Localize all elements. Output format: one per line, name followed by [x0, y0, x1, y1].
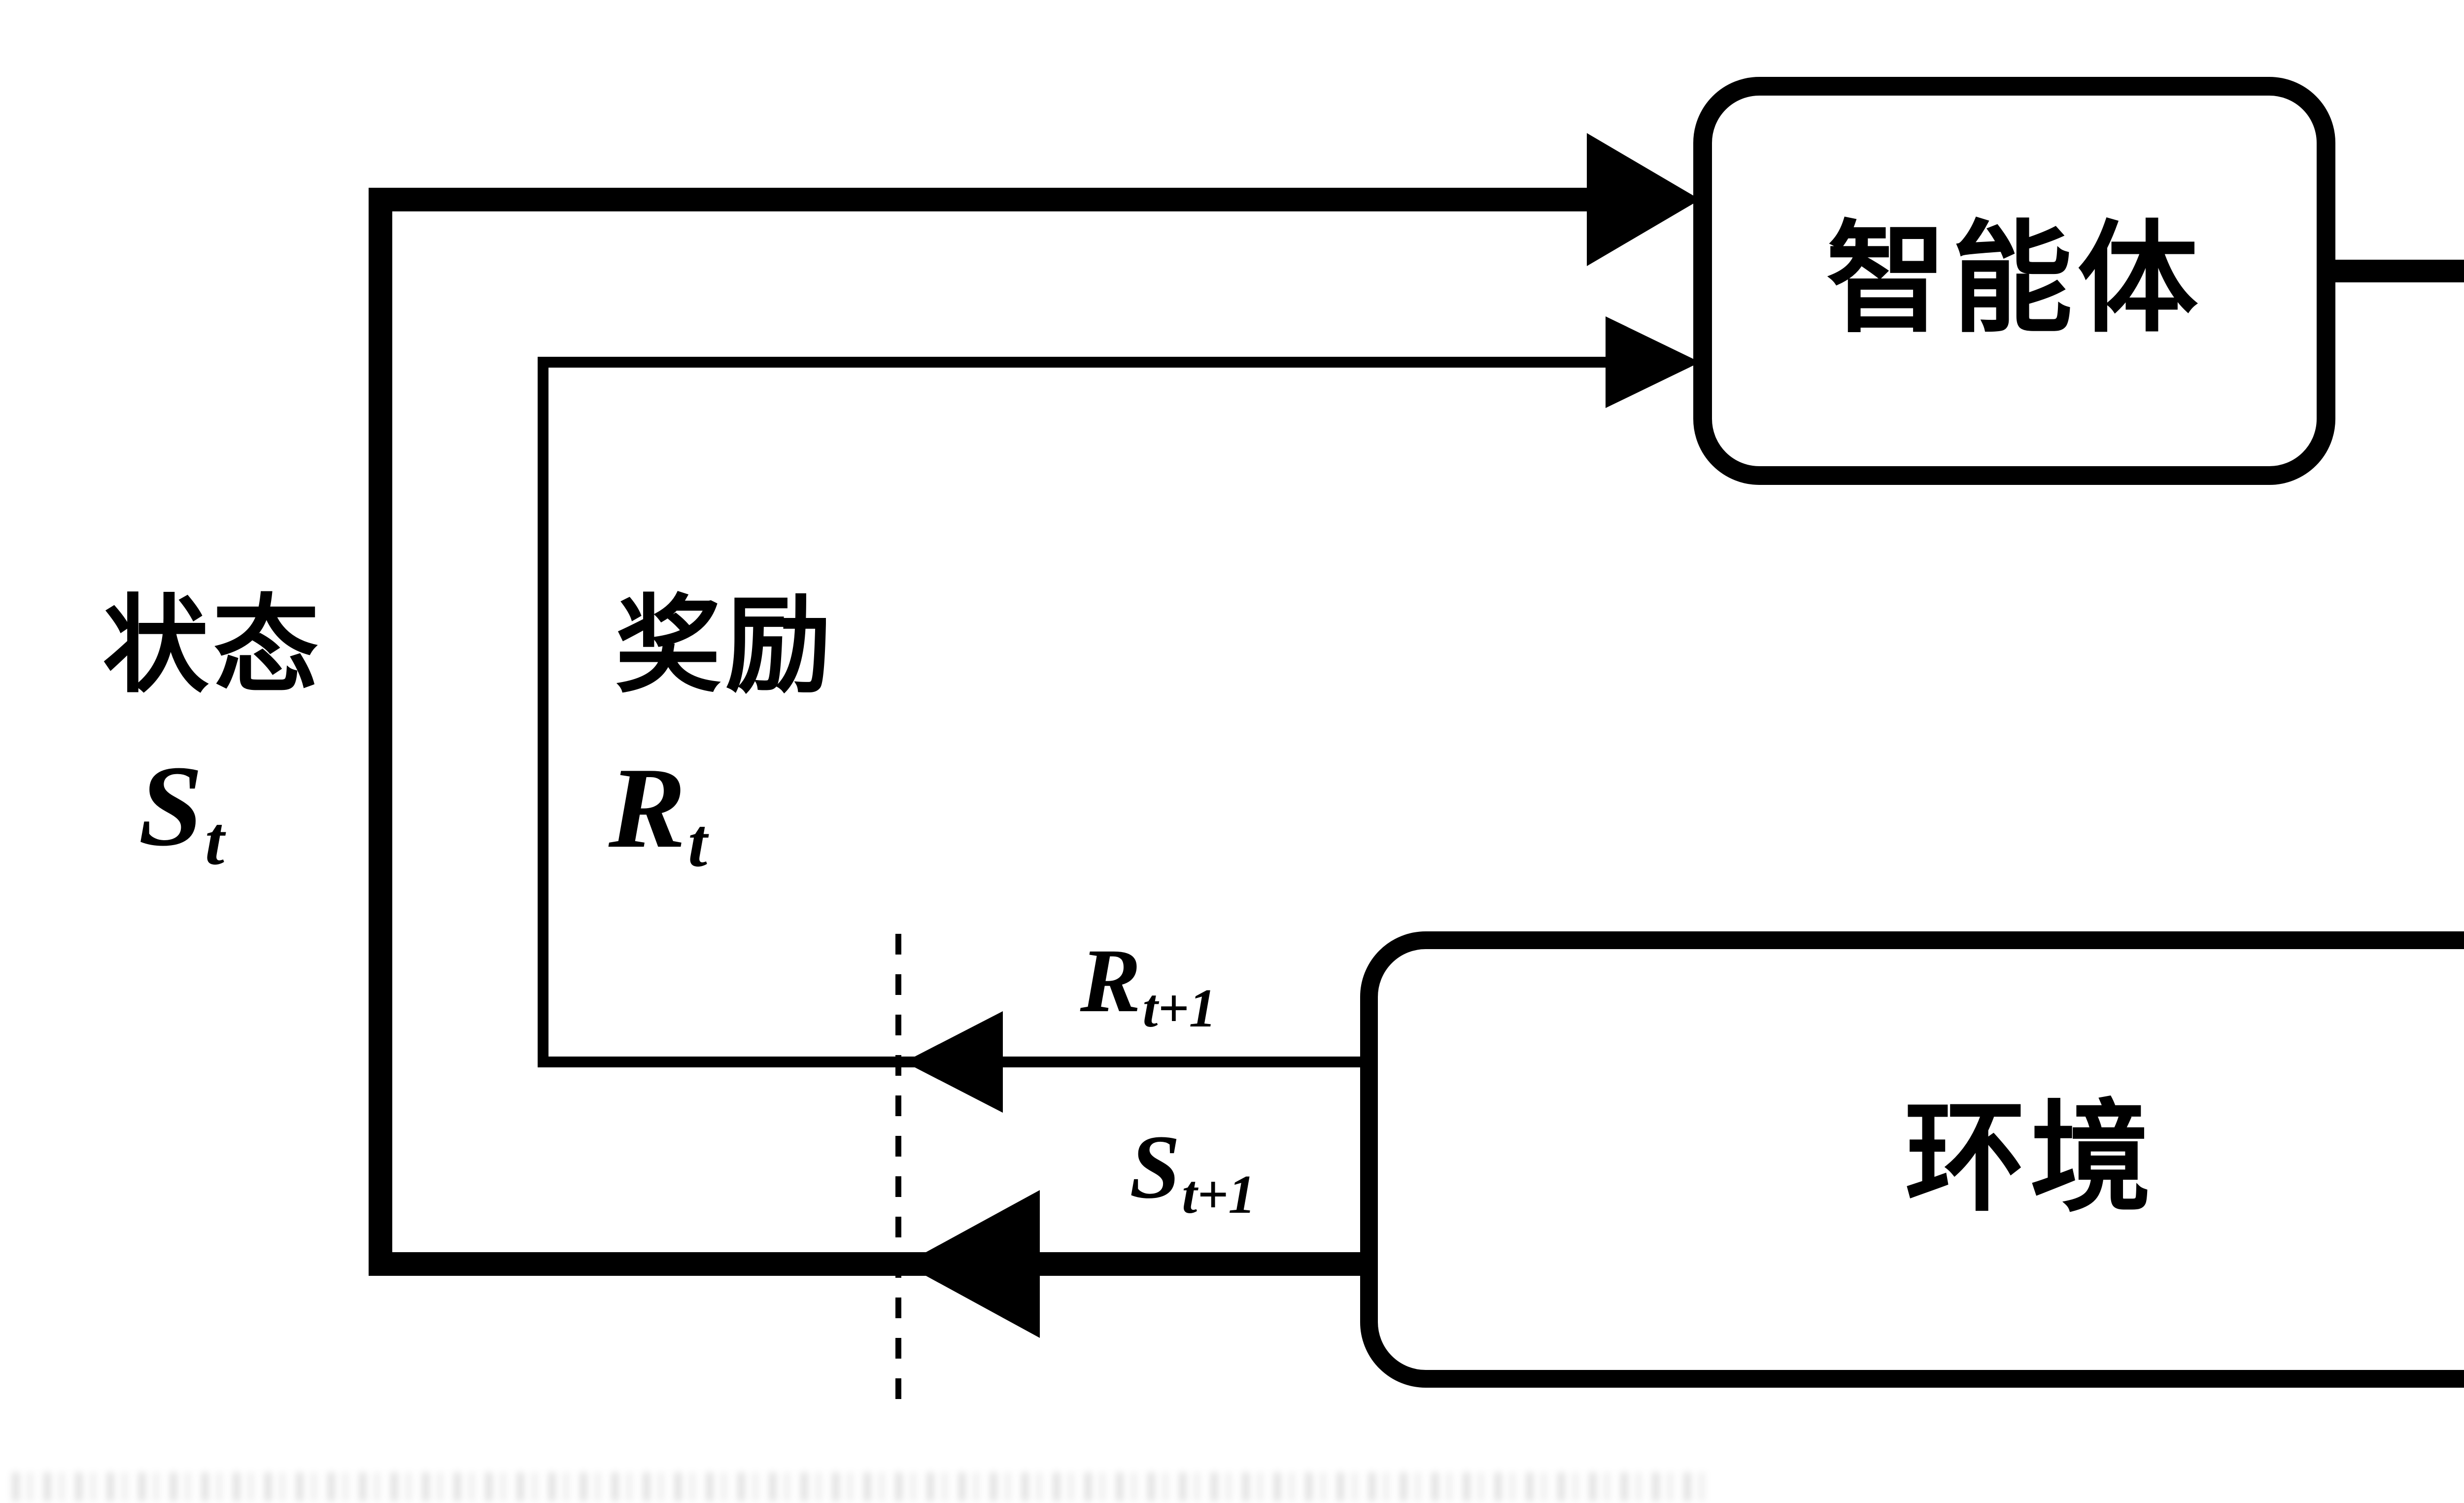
reward-variable-base: R	[608, 744, 686, 872]
environment-box	[1360, 931, 2464, 1388]
reward-label: 奖励	[615, 587, 836, 706]
reward-variable-subscript: t	[687, 804, 708, 882]
state-variable-base: S	[138, 742, 203, 870]
next-reward-variable: Rt+1	[1080, 935, 1216, 1036]
state-into-agent-arrowhead-icon	[1587, 133, 1700, 266]
reward-variable: Rt	[609, 750, 707, 878]
state-loop-line	[369, 188, 1602, 1276]
next-reward-base: R	[1080, 930, 1141, 1031]
environment-box-label: 环境	[1905, 1092, 2156, 1226]
next-state-base: S	[1129, 1116, 1180, 1218]
reward-into-agent-arrowhead-icon	[1606, 316, 1700, 408]
agent-box-label: 智能体	[1826, 213, 2203, 347]
state-variable: St	[138, 748, 224, 876]
state-label: 状态	[103, 587, 323, 706]
next-reward-arrowhead-icon	[904, 1011, 1003, 1113]
state-variable-subscript: t	[205, 802, 225, 880]
next-state-variable: St+1	[1129, 1122, 1256, 1222]
next-reward-subscript: t+1	[1142, 978, 1217, 1039]
cropped-caption-artifact	[12, 1472, 1708, 1501]
agent-box	[1693, 77, 2335, 485]
next-state-arrowhead-icon	[904, 1190, 1040, 1338]
next-state-subscript: t+1	[1182, 1164, 1256, 1226]
